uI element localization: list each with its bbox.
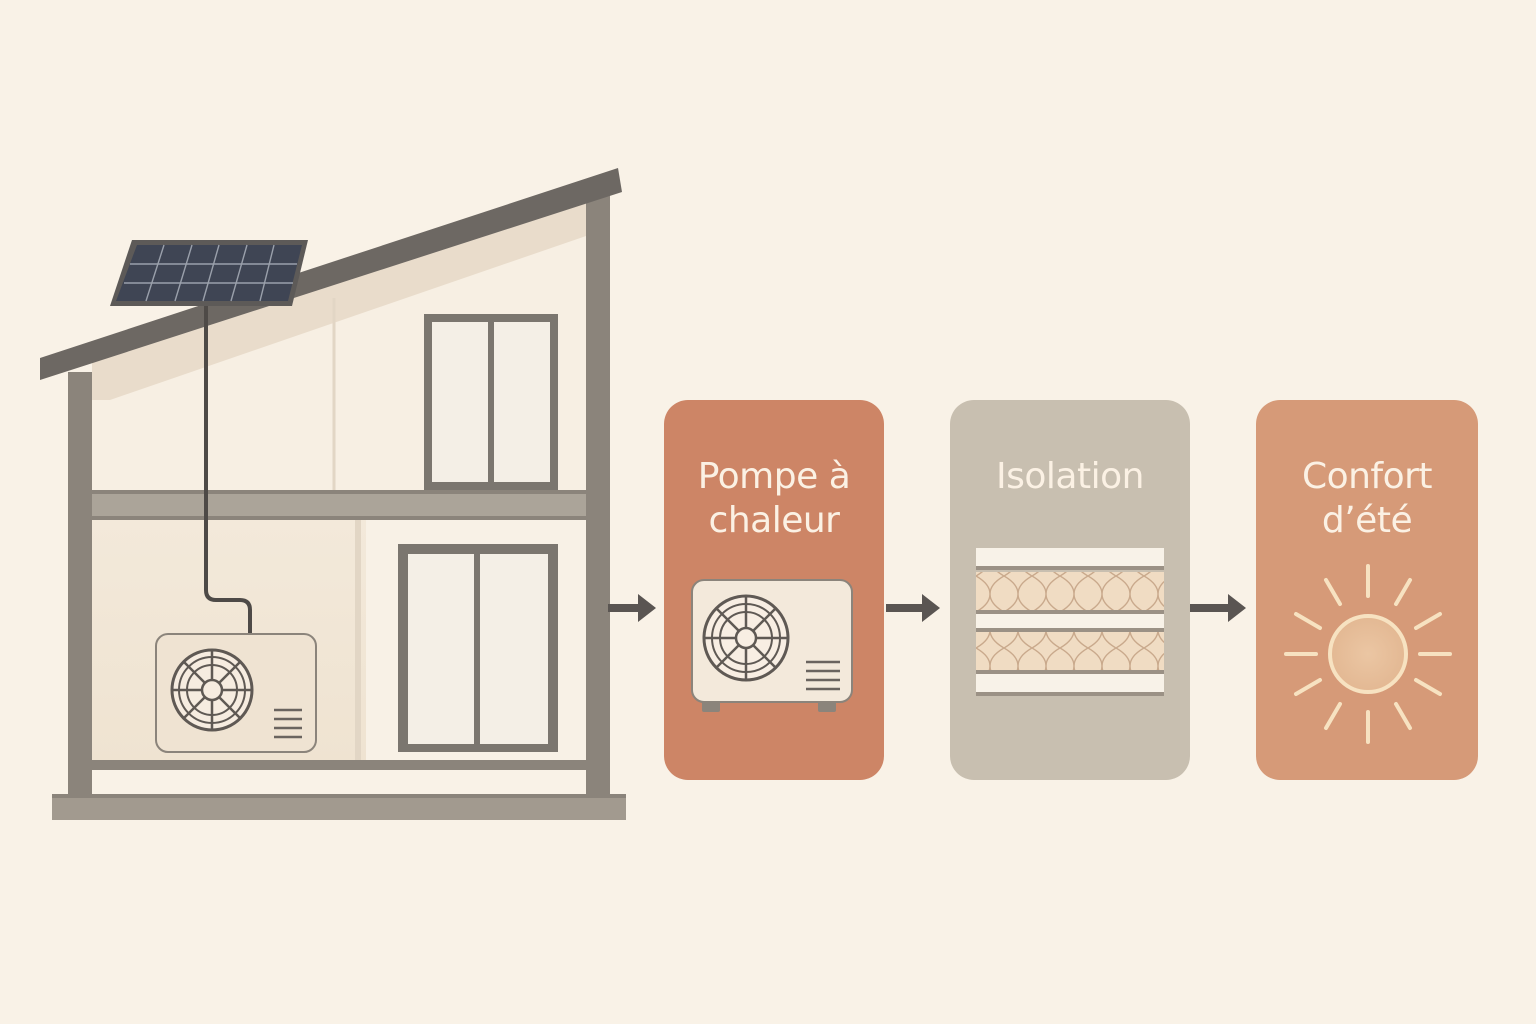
card-heat-pump: Pompe à chaleur (664, 400, 884, 780)
card-summer-comfort: Confort d’été (1256, 400, 1478, 780)
solar-cable (204, 300, 252, 636)
insulation-layers-icon (976, 548, 1164, 696)
house-patio-door (398, 544, 558, 752)
card-insulation-title: Isolation (996, 456, 1144, 497)
arrow-right-icon (1190, 594, 1246, 622)
house-illustration (40, 168, 626, 820)
heat-pump-unit-icon (155, 633, 317, 753)
arrow-right-icon (608, 594, 656, 622)
house-roof (40, 168, 622, 380)
house-floor-slab-inner (92, 494, 586, 516)
arrow-right-icon (886, 594, 940, 622)
heat-pump-unit-icon (691, 579, 853, 712)
sun-icon (1284, 564, 1452, 744)
house-floor-slab (90, 490, 588, 520)
card-comfort-title-line2: d’été (1322, 500, 1412, 541)
card-heat-pump-title-line1: Pompe à (698, 456, 851, 497)
solar-panel-icon (110, 240, 308, 312)
house-left-wall (68, 372, 92, 796)
house-ground-floor (90, 760, 588, 770)
card-insulation: Isolation (950, 400, 1190, 780)
house-interior-upper-roofband (92, 196, 586, 400)
house-upper-window (424, 314, 558, 490)
card-heat-pump-title-line2: chaleur (709, 500, 841, 541)
house-foundation (52, 794, 626, 820)
house-right-wall (586, 190, 610, 796)
house-foundation-top (52, 794, 626, 798)
card-comfort-title-line1: Confort (1302, 456, 1432, 497)
